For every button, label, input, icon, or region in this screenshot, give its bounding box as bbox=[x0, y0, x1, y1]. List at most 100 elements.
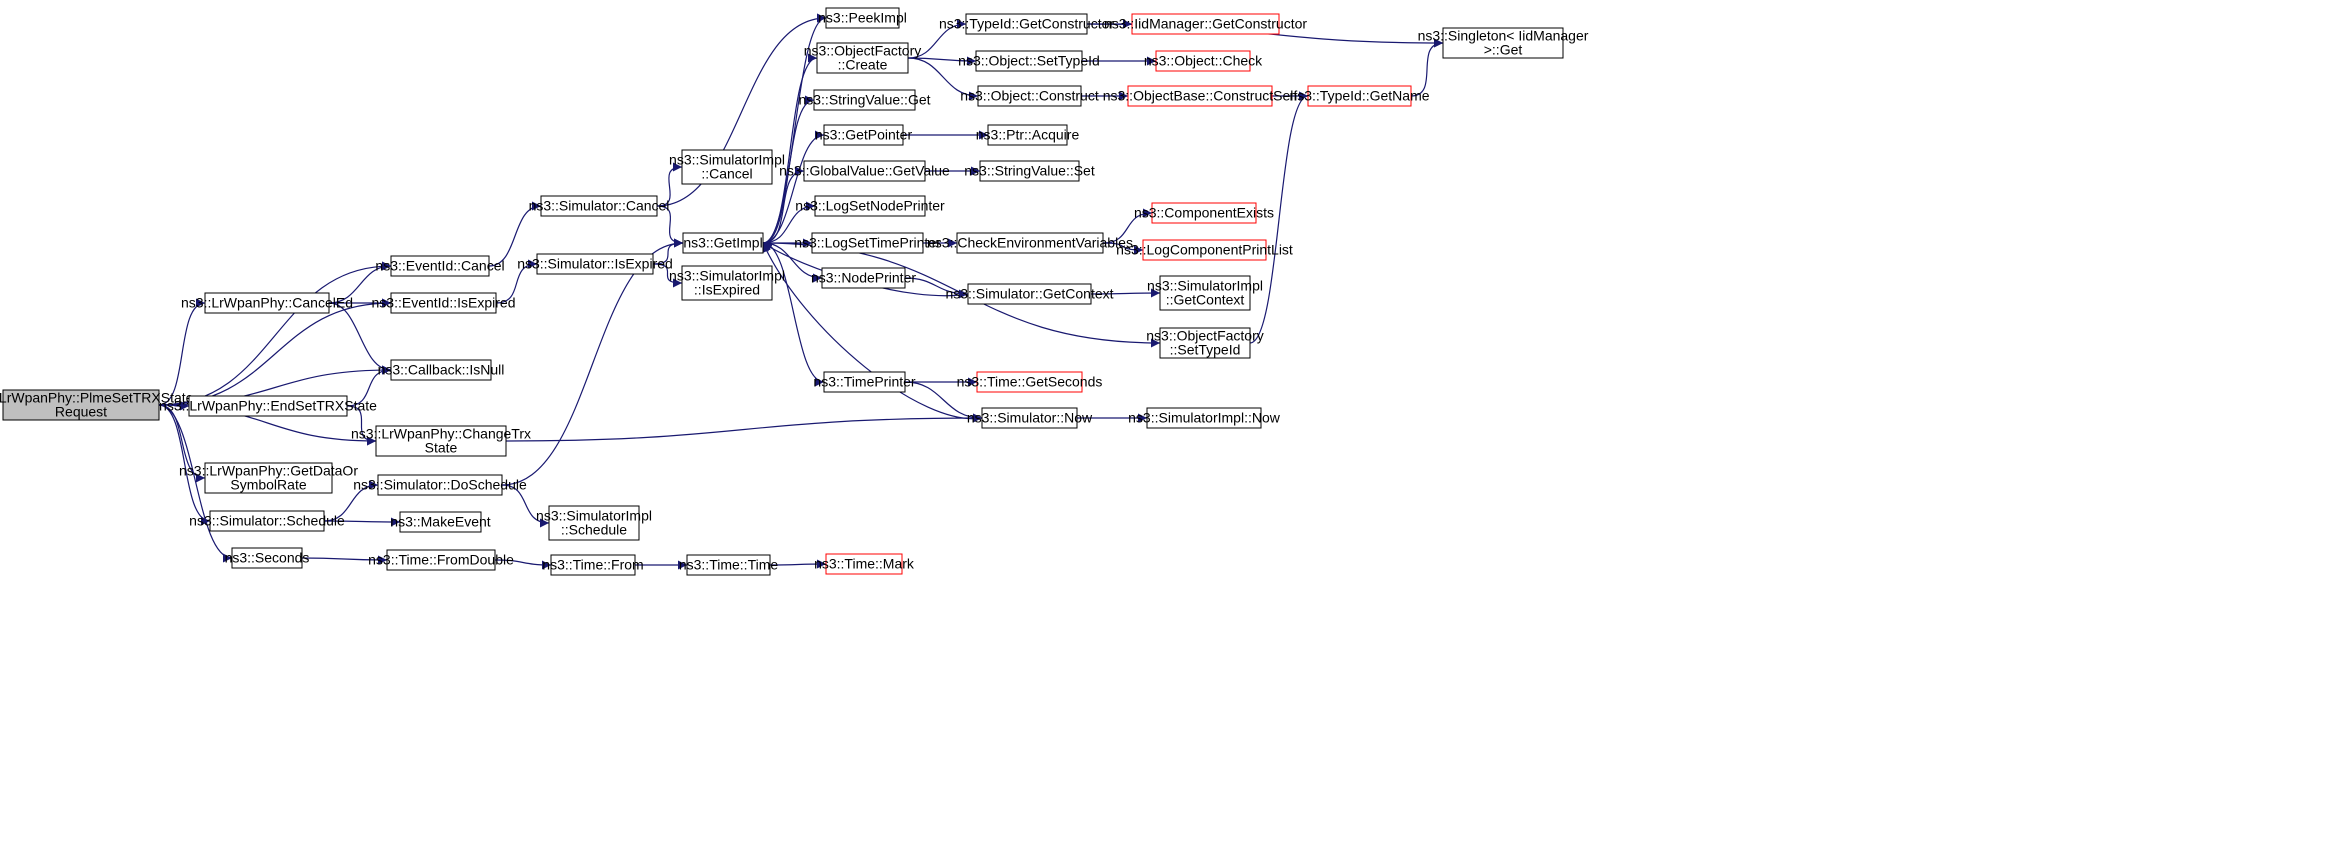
edge-root-to-sim_schedule bbox=[158, 404, 211, 526]
node-label: ::GetContext bbox=[1166, 292, 1245, 308]
node-box bbox=[975, 50, 1083, 72]
node-peek-impl[interactable]: ns3::PeekImpl bbox=[818, 7, 907, 29]
node-time-getseconds[interactable]: ns3::Time::GetSeconds bbox=[957, 371, 1103, 393]
node-objfactory-settypeid[interactable]: ns3::ObjectFactory::SetTypeId bbox=[1146, 327, 1264, 359]
node-component-exists[interactable]: ns3::ComponentExists bbox=[1134, 202, 1274, 224]
node-label: ns3::Simulator::DoSchedule bbox=[353, 477, 527, 493]
node-end-set-trx[interactable]: ns3::LrWpanPhy::EndSetTRXState bbox=[159, 395, 377, 417]
node-get-impl[interactable]: ns3::GetImpl bbox=[682, 232, 764, 254]
edge-get_impl-to-log_set_node_printer bbox=[762, 201, 816, 244]
node-sim-now[interactable]: ns3::Simulator::Now bbox=[967, 407, 1093, 429]
node-box bbox=[976, 371, 1083, 393]
node-simimpl-cancel[interactable]: ns3::SimulatorImpl::Cancel bbox=[669, 149, 785, 185]
edge-sim_cancel-to-peek_impl bbox=[656, 13, 827, 207]
node-simimpl-getcontext[interactable]: ns3::SimulatorImpl::GetContext bbox=[1147, 275, 1263, 311]
node-sim-getcontext[interactable]: ns3::Simulator::GetContext bbox=[945, 283, 1114, 305]
node-eventid-isexpired[interactable]: ns3::EventId::IsExpired bbox=[372, 292, 516, 314]
node-object-construct[interactable]: ns3::Object::Construct bbox=[960, 85, 1099, 107]
node-simimpl-now[interactable]: ns3::SimulatorImpl::Now bbox=[1128, 407, 1281, 429]
node-time-from[interactable]: ns3::Time::From bbox=[542, 554, 644, 576]
node-make-event[interactable]: ns3::MakeEvent bbox=[390, 511, 491, 533]
node-box bbox=[1151, 202, 1257, 224]
node-time-printer[interactable]: ns3::TimePrinter bbox=[813, 371, 916, 393]
node-node-printer[interactable]: ns3::NodePrinter bbox=[811, 267, 916, 289]
node-log-set-time-printer[interactable]: ns3::LogSetTimePrinter bbox=[794, 232, 941, 254]
node-time-mark[interactable]: ns3::Time::Mark bbox=[814, 553, 915, 575]
edge-time_time-to-time_mark bbox=[769, 559, 827, 569]
node-box bbox=[681, 265, 773, 301]
node-label: ns3::LogComponentPrintList bbox=[1116, 242, 1293, 258]
node-label: ns3::LogSetNodePrinter bbox=[795, 198, 945, 214]
node-box bbox=[1159, 275, 1251, 311]
node-typeid-getconstructor[interactable]: ns3::TypeId::GetConstructor bbox=[939, 13, 1114, 35]
node-label: ns3::LrWpanPhy::PlmeSetTRXState bbox=[0, 390, 194, 406]
edge-root-to-seconds bbox=[158, 404, 233, 563]
node-box bbox=[821, 267, 906, 289]
node-log-component-printlist[interactable]: ns3::LogComponentPrintList bbox=[1116, 239, 1293, 261]
node-label: ns3::ObjectFactory bbox=[804, 43, 922, 59]
edge-end_set_trx-to-change_trx bbox=[346, 405, 377, 446]
node-label: ns3::LrWpanPhy::ChangeTrx bbox=[351, 426, 531, 442]
node-ptr-acquire[interactable]: ns3::Ptr::Acquire bbox=[976, 124, 1080, 146]
node-stringvalue-set[interactable]: ns3::StringValue::Set bbox=[964, 160, 1095, 182]
node-label: ns3::GlobalValue::GetValue bbox=[779, 163, 950, 179]
node-typeid-getname[interactable]: ns3::TypeId::GetName bbox=[1289, 85, 1430, 107]
edge-change_trx-to-sim_now bbox=[505, 413, 983, 442]
node-time-time[interactable]: ns3::Time::Time bbox=[679, 554, 779, 576]
node-box bbox=[2, 389, 160, 421]
node-log-set-node-printer[interactable]: ns3::LogSetNodePrinter bbox=[795, 195, 945, 217]
node-box bbox=[825, 7, 900, 29]
node-label: ::IsExpired bbox=[694, 282, 760, 298]
node-box bbox=[390, 292, 497, 314]
node-sim-schedule[interactable]: ns3::Simulator::Schedule bbox=[189, 510, 345, 532]
node-object-settypeid[interactable]: ns3::Object::SetTypeId bbox=[958, 50, 1100, 72]
edge-check_env_vars-to-log_component_printlist bbox=[1102, 242, 1144, 255]
node-simimpl-schedule[interactable]: ns3::SimulatorImpl::Schedule bbox=[536, 505, 652, 541]
node-check-env-vars[interactable]: ns3::CheckEnvironmentVariables bbox=[927, 232, 1133, 254]
node-box bbox=[1146, 407, 1262, 429]
node-box bbox=[813, 89, 916, 111]
node-label: ns3::TimePrinter bbox=[813, 374, 916, 390]
node-label: ns3::Singleton< IidManager bbox=[1418, 28, 1589, 44]
node-singleton-get[interactable]: ns3::Singleton< IidManager >::Get bbox=[1418, 27, 1589, 59]
edge-sim_now-to-get_impl bbox=[762, 242, 983, 420]
node-label: ns3::CheckEnvironmentVariables bbox=[927, 235, 1133, 251]
node-sim-isexpired[interactable]: ns3::Simulator::IsExpired bbox=[517, 253, 673, 275]
node-get-pointer[interactable]: ns3::GetPointer bbox=[815, 124, 913, 146]
node-label: ns3::Simulator::Schedule bbox=[189, 513, 345, 529]
node-box bbox=[386, 549, 496, 571]
node-label: ns3::StringValue::Get bbox=[798, 92, 930, 108]
node-sim-cancel[interactable]: ns3::Simulator::Cancel bbox=[529, 195, 670, 217]
node-cancel-ed[interactable]: ns3::LrWpanPhy::CancelEd bbox=[181, 292, 353, 314]
edge-get_impl-to-globalvalue_getvalue bbox=[762, 166, 805, 244]
node-box bbox=[681, 149, 773, 185]
edge-objfactory_create-to-object_settypeid bbox=[907, 56, 977, 66]
node-stringvalue-get[interactable]: ns3::StringValue::Get bbox=[798, 89, 931, 111]
node-time-fromdouble[interactable]: ns3::Time::FromDouble bbox=[368, 549, 514, 571]
node-objfactory-create[interactable]: ns3::ObjectFactory::Create bbox=[804, 42, 922, 74]
node-globalvalue-getvalue[interactable]: ns3::GlobalValue::GetValue bbox=[779, 160, 950, 182]
node-label: ns3::SimulatorImpl::Now bbox=[1128, 410, 1281, 426]
node-seconds[interactable]: ns3::Seconds bbox=[225, 547, 310, 569]
edge-time_printer-to-sim_now bbox=[904, 381, 983, 423]
node-box bbox=[981, 407, 1078, 429]
node-objectbase-constructself[interactable]: ns3::ObjectBase::ConstructSelf bbox=[1103, 85, 1298, 107]
node-label: ns3::IidManager::GetConstructor bbox=[1104, 16, 1307, 32]
node-label: ::Schedule bbox=[561, 522, 627, 538]
node-callback-isnull[interactable]: ns3::Callback::IsNull bbox=[378, 359, 505, 381]
edge-objfactory_create-to-object_construct bbox=[907, 57, 979, 101]
node-layer: ns3::LrWpanPhy::PlmeSetTRXStateRequestns… bbox=[0, 7, 1589, 576]
node-iidmanager-getconstructor[interactable]: ns3::IidManager::GetConstructor bbox=[1104, 13, 1307, 35]
node-simimpl-isexpired[interactable]: ns3::SimulatorImpl::IsExpired bbox=[669, 265, 785, 301]
edge-get_impl-to-get_pointer bbox=[762, 130, 825, 244]
node-label: ns3::ObjectBase::ConstructSelf bbox=[1103, 88, 1298, 104]
node-eventid-cancel[interactable]: ns3::EventId::Cancel bbox=[375, 255, 505, 277]
node-sim-doschedule[interactable]: ns3::Simulator::DoSchedule bbox=[353, 474, 527, 496]
node-label: ns3::Time::From bbox=[542, 557, 643, 573]
node-object-check[interactable]: ns3::Object::Check bbox=[1144, 50, 1263, 72]
node-label: ns3::ObjectFactory bbox=[1146, 328, 1264, 344]
edge-eventid_cancel-to-sim_cancel bbox=[488, 201, 542, 267]
